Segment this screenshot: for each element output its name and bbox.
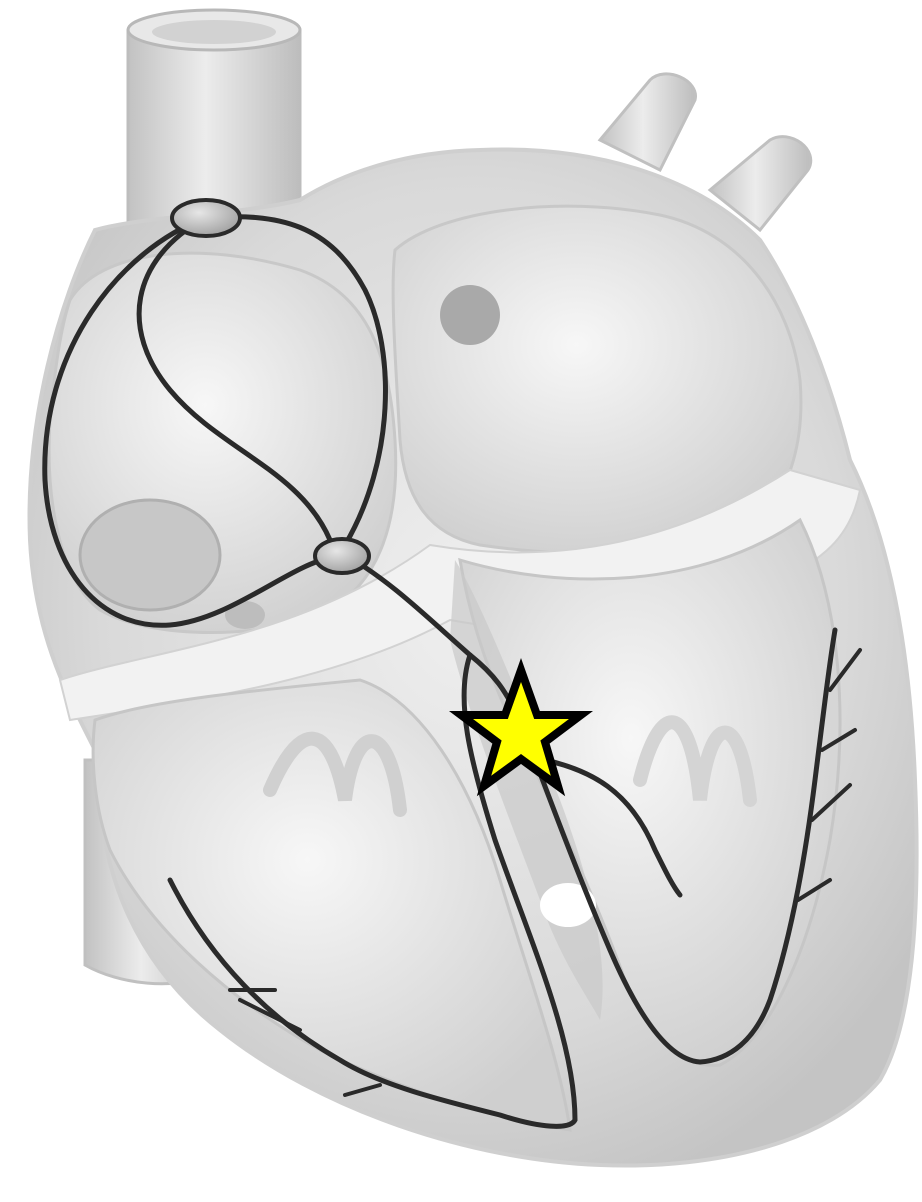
ivc-opening <box>80 500 220 610</box>
atrioventricular-node <box>315 539 369 573</box>
sinoatrial-node <box>172 200 240 236</box>
superior-vena-cava <box>128 10 300 230</box>
pulmonary-vein-opening <box>440 285 500 345</box>
right-atrium <box>49 253 396 632</box>
